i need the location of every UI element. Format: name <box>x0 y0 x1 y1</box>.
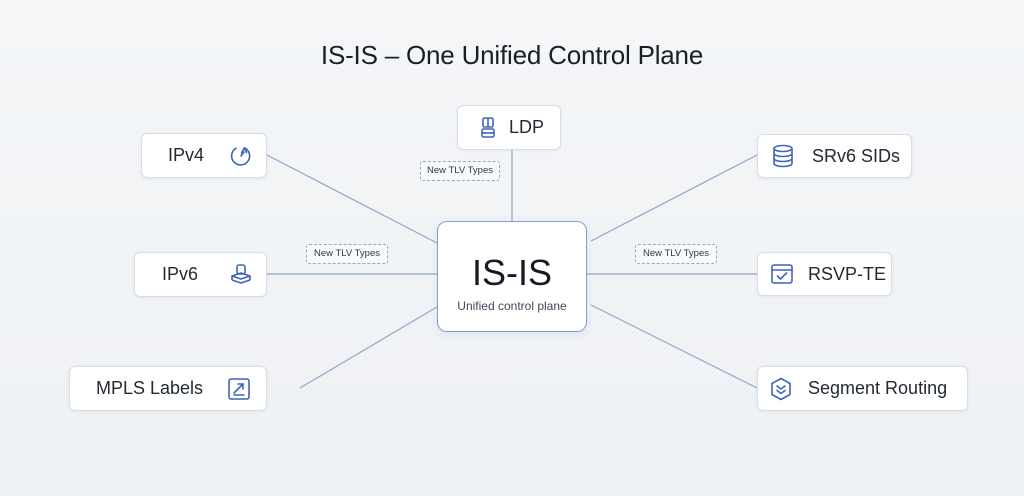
node-segment-routing[interactable]: Segment Routing <box>757 366 968 411</box>
tlv-tag-right: New TLV Types <box>635 244 717 264</box>
node-mpls-labels-label: MPLS Labels <box>96 378 204 398</box>
chart-box-icon <box>226 376 252 402</box>
hub-title: IS-IS <box>471 252 552 293</box>
hub-subtitle: Unified control plane <box>457 299 567 313</box>
node-mpls-labels[interactable]: MPLS Labels <box>69 366 267 411</box>
link-mpls <box>299 306 438 389</box>
server-rack-icon <box>475 115 501 141</box>
node-ipv6-label: IPv6 <box>162 264 199 284</box>
tlv-tag-left: New TLV Types <box>306 244 388 264</box>
node-srv6-sids-label: SRv6 SIDs <box>812 145 901 166</box>
hexagon-chevron-icon <box>768 376 794 402</box>
link-ipv4 <box>266 154 438 244</box>
node-srv6-sids[interactable]: SRv6 SIDs <box>757 134 912 178</box>
node-ipv4-label: IPv4 <box>168 145 205 165</box>
hub-is-is[interactable]: IS-IS Unified control plane <box>437 221 587 332</box>
node-rsvp-te-label: RSVP-TE <box>808 263 887 284</box>
refresh-arrow-icon <box>228 143 254 169</box>
node-ipv6[interactable]: IPv6 <box>134 252 267 297</box>
node-segment-routing-label: Segment Routing <box>808 378 948 398</box>
node-ldp[interactable]: LDP <box>457 105 561 150</box>
stack-icon <box>228 262 254 288</box>
database-icon <box>770 143 796 169</box>
tlv-tag-top: New TLV Types <box>420 161 500 181</box>
link-segment-routing <box>590 304 758 389</box>
node-rsvp-te[interactable]: RSVP-TE <box>757 252 892 296</box>
node-ipv4[interactable]: IPv4 <box>141 133 267 178</box>
check-window-icon <box>769 261 795 287</box>
node-ldp-label: LDP <box>509 117 545 137</box>
diagram-title: IS-IS – One Unified Control Plane <box>320 40 704 70</box>
link-srv6 <box>590 154 758 242</box>
